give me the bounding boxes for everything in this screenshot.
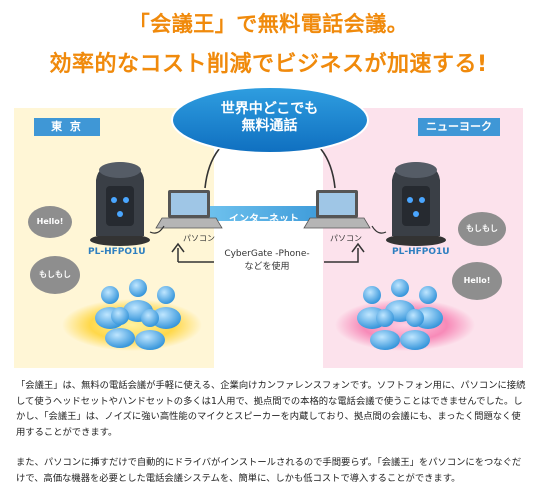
laptop-right-icon	[303, 190, 371, 229]
software-caption: CyberGate -Phone- などを使用	[217, 248, 317, 274]
device-label-left: PL-HFPO1U	[88, 247, 146, 257]
speech-bubble-moshi-right: もしもし	[458, 212, 506, 246]
conference-phone-right-icon	[386, 162, 446, 246]
conference-phone-left-icon	[90, 162, 150, 246]
internet-label: インターネット	[229, 214, 299, 225]
speech-bubble-hello-left: Hello!	[28, 206, 72, 238]
cloud-line-1: 世界中どこでも	[220, 101, 319, 117]
speech-bubble-hello-right: Hello!	[452, 262, 502, 300]
city-label-newyork: ニューヨーク	[418, 118, 500, 136]
people-tokyo-icon	[95, 279, 181, 350]
people-newyork-icon	[357, 279, 443, 350]
headline-line-1: 「会議王」で無料電話会議。	[128, 12, 409, 36]
cloud-bubble	[171, 86, 369, 154]
device-label-right: PL-HFPO1U	[392, 247, 450, 257]
city-label-tokyo: 東 京	[34, 118, 100, 136]
software-line-1: CyberGate -Phone-	[224, 249, 310, 259]
cloud-line-2: 無料通話	[241, 118, 298, 134]
pc-label-left: パソコン	[183, 234, 215, 243]
laptop-left-icon	[155, 190, 223, 229]
headline-line-2: 効率的なコスト削減でビジネスが加速する!	[49, 52, 488, 77]
speech-bubble-moshi-left: もしもし	[30, 256, 80, 294]
description-paragraph-2: また、パソコンに挿すだけで自動的にドライバがインストールされるので手間要らず。「…	[16, 457, 522, 484]
return-arrow-right	[324, 248, 359, 263]
pc-label-right: パソコン	[330, 234, 362, 243]
internet-band	[206, 206, 332, 221]
description-paragraph-1: 「会議王」は、無料の電話会議が手軽に使える、企業向けカンファレンスフォンです。ソ…	[16, 380, 526, 438]
software-line-2: などを使用	[244, 262, 290, 272]
cloud-caption: 世界中どこでも 無料通話	[182, 101, 357, 135]
